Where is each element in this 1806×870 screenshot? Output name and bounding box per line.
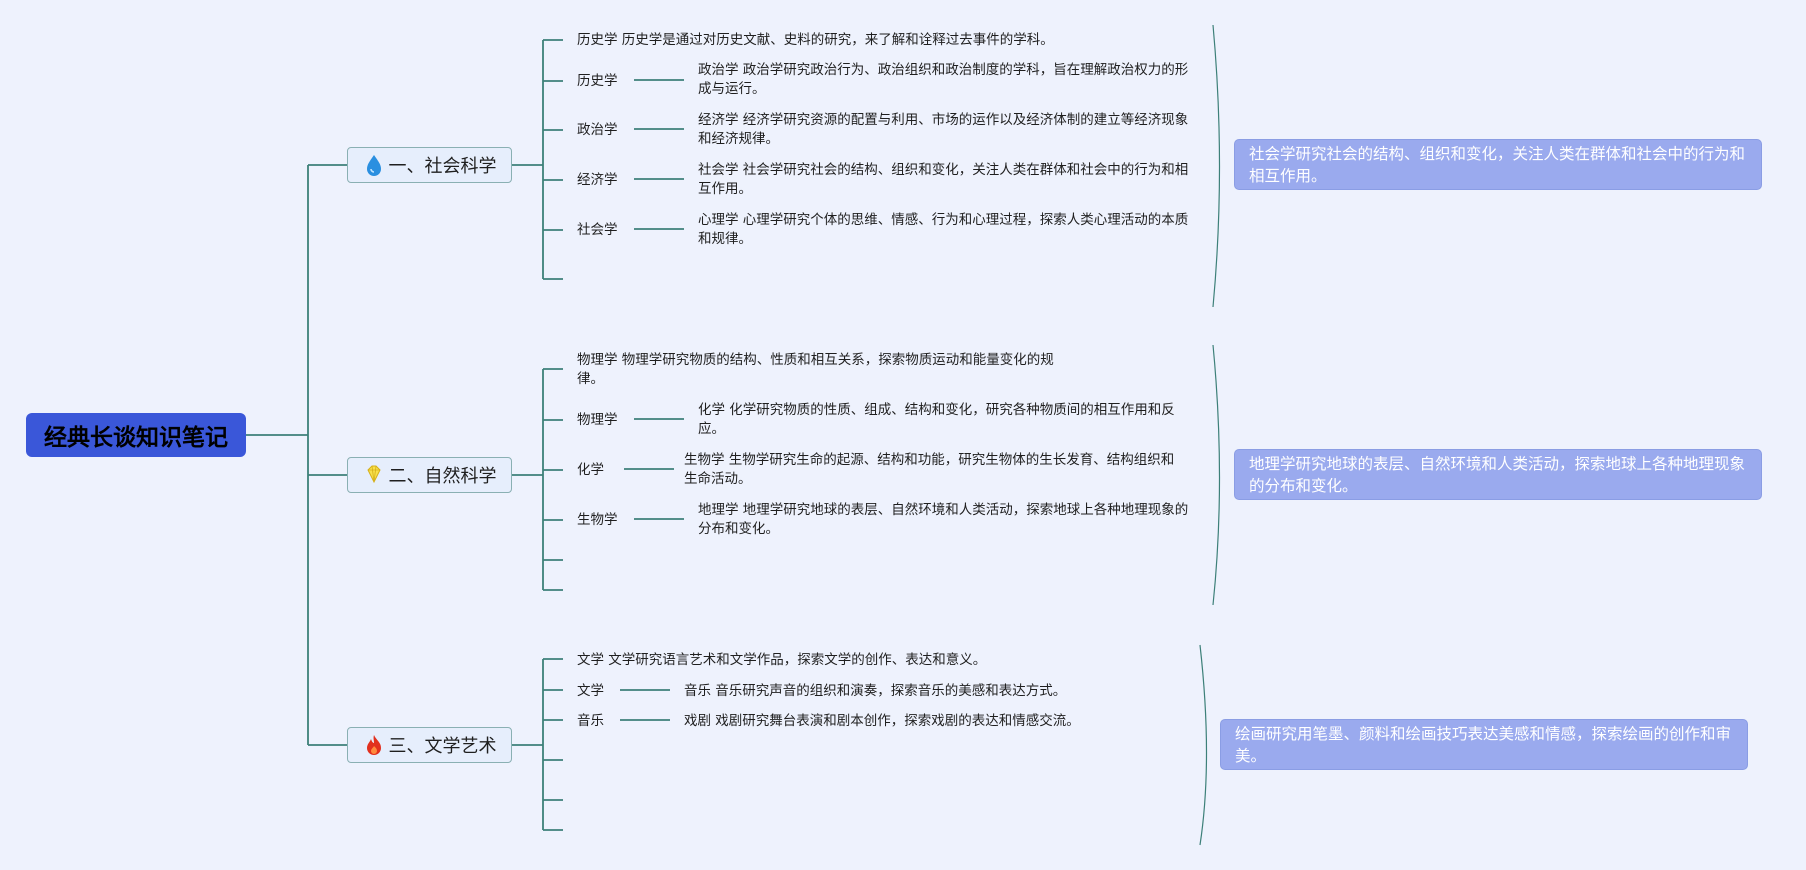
branch-social-science[interactable]: 一、社会科学 [347, 147, 512, 183]
branch-label: 二、自然科学 [388, 466, 497, 487]
detail-item[interactable]: 化学 化学研究物质的性质、组成、结构和变化，研究各种物质间的相互作用和反应。 [698, 402, 1175, 437]
branch-natural-science[interactable]: 二、自然科学 [347, 457, 512, 493]
list-item[interactable]: 政治学 [577, 122, 618, 138]
detail-item[interactable]: 心理学 心理学研究个体的思维、情感、行为和心理过程，探索人类心理活动的本质和规律… [698, 212, 1189, 247]
summary-box[interactable]: 绘画研究用笔墨、颜料和绘画技巧表达美感和情感，探索绘画的创作和审美。 [1220, 719, 1748, 770]
list-item[interactable]: 历史学 历史学是通过对历史文献、史料的研究，来了解和诠释过去事件的学科。 [577, 32, 1054, 48]
branch-label: 三、文学艺术 [388, 736, 497, 757]
list-item[interactable]: 历史学 [577, 73, 618, 89]
list-item[interactable]: 物理学 [577, 412, 618, 428]
list-item[interactable]: 化学 [577, 462, 604, 478]
detail-item[interactable]: 社会学 社会学研究社会的结构、组织和变化，关注人类在群体和社会中的行为和相互作用… [698, 162, 1189, 197]
summary-text: 社会学研究社会的结构、组织和变化，关注人类在群体和社会中的行为和相互作用。 [1249, 145, 1746, 185]
drop-icon [363, 153, 385, 177]
root-title: 经典长谈知识笔记 [44, 425, 228, 451]
list-item[interactable]: 社会学 [577, 222, 618, 238]
list-item[interactable]: 文学 文学研究语言艺术和文学作品，探索文学的创作、表达和意义。 [577, 652, 987, 668]
summary-box[interactable]: 地理学研究地球的表层、自然环境和人类活动，探索地球上各种地理现象的分布和变化。 [1234, 449, 1762, 500]
detail-item[interactable]: 戏剧 戏剧研究舞台表演和剧本创作，探索戏剧的表达和情感交流。 [684, 713, 1080, 729]
list-item[interactable]: 生物学 [577, 512, 618, 528]
detail-item[interactable]: 生物学 生物学研究生命的起源、结构和功能，研究生物体的生长发育、结构组织和生命活… [684, 452, 1175, 487]
root-topic[interactable]: 经典长谈知识笔记 [26, 413, 246, 457]
list-item[interactable]: 物理学 物理学研究物质的结构、性质和相互关系，探索物质运动和能量变化的规律。 [577, 352, 1054, 387]
diamond-icon [363, 463, 385, 487]
list-item[interactable]: 音乐 [577, 713, 604, 729]
summary-text: 地理学研究地球的表层、自然环境和人类活动，探索地球上各种地理现象的分布和变化。 [1249, 455, 1746, 495]
summary-text: 绘画研究用笔墨、颜料和绘画技巧表达美感和情感，探索绘画的创作和审美。 [1235, 725, 1732, 765]
branch-label: 一、社会科学 [388, 156, 497, 177]
detail-item[interactable]: 政治学 政治学研究政治行为、政治组织和政治制度的学科，旨在理解政治权力的形成与运… [698, 62, 1189, 97]
flame-icon [363, 733, 385, 757]
detail-item[interactable]: 音乐 音乐研究声音的组织和演奏，探索音乐的美感和表达方式。 [684, 683, 1067, 699]
list-item[interactable]: 文学 [577, 683, 604, 699]
detail-item[interactable]: 地理学 地理学研究地球的表层、自然环境和人类活动，探索地球上各种地理现象的分布和… [698, 502, 1189, 537]
detail-item[interactable]: 经济学 经济学研究资源的配置与利用、市场的运作以及经济体制的建立等经济现象和经济… [698, 112, 1189, 147]
branch-literature-arts[interactable]: 三、文学艺术 [347, 727, 512, 763]
list-item[interactable]: 经济学 [577, 172, 618, 188]
summary-box[interactable]: 社会学研究社会的结构、组织和变化，关注人类在群体和社会中的行为和相互作用。 [1234, 139, 1762, 190]
